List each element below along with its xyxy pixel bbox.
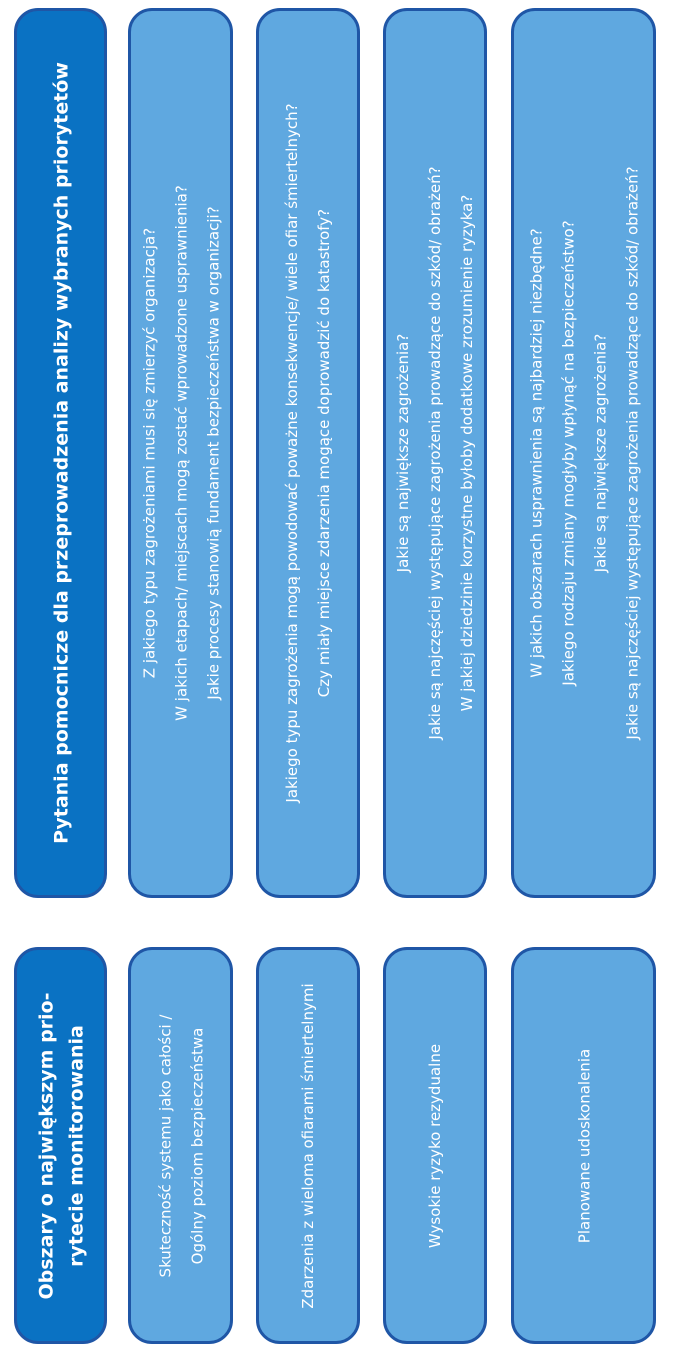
top-cell-box: Jakie są największe zagrożenia? Jakie są…	[383, 8, 487, 898]
top-header-box: Pytania pomocnicze dla przeprowadzenia a…	[14, 8, 107, 898]
top-cell-line: Z jakiego typu zagrożeniami musi się zmi…	[139, 227, 158, 679]
bottom-cell-box: Planowane udoskonalenia	[511, 947, 656, 1344]
top-cell-box: Z jakiego typu zagrożeniami musi się zmi…	[128, 8, 233, 898]
top-header-line: Pytania pomocnicze dla przeprowadzenia a…	[49, 62, 72, 844]
top-cell-line: W jakich obszarach usprawnienia są najba…	[526, 228, 545, 678]
top-cell-line: W jakich etapach/ miejscach mogą zostać …	[171, 185, 190, 721]
bottom-header-line: Obszary o największym prio-	[34, 992, 57, 1300]
bottom-cell-box: Skuteczność systemu jako całości / Ogóln…	[128, 947, 233, 1344]
top-cell-box: Jakiego typu zagrożenia mogą powodować p…	[256, 8, 360, 898]
top-cell-line: Jakiego typu zagrożenia mogą powodować p…	[283, 103, 301, 803]
bottom-cell-box: Zdarzenia z wieloma ofiarami śmiertelnym…	[256, 947, 360, 1344]
bottom-header-text: Obszary o największym prio- rytecie moni…	[17, 950, 104, 1341]
top-cell-line: W jakiej dziedzinie korzystne byłoby dod…	[458, 194, 476, 712]
bottom-cell-line: Wysokie ryzyko rezydualne	[426, 1043, 444, 1248]
bottom-cell-line: Skuteczność systemu jako całości /	[155, 1014, 174, 1277]
bottom-cell-line: Planowane udoskonalenia	[574, 1048, 593, 1243]
top-cell-box: W jakich obszarach usprawnienia są najba…	[511, 8, 656, 898]
bottom-header-box: Obszary o największym prio- rytecie moni…	[14, 947, 107, 1344]
bottom-cell-line: Zdarzenia z wieloma ofiarami śmiertelnym…	[299, 982, 317, 1309]
top-cell-line: Czy miały miejsce zdarzenia mogące dopro…	[315, 208, 333, 698]
top-cell-line: Jakie są najczęściej występujące zagroże…	[622, 166, 641, 740]
top-cell-line: Jakiego rodzaju zmiany mogłyby wpłynąć n…	[558, 220, 577, 686]
top-cell-line: Jakie są największe zagrożenia?	[590, 333, 609, 573]
bottom-cell-box: Wysokie ryzyko rezydualne	[383, 947, 487, 1344]
top-cell-line: Jakie są najczęściej występujące zagroże…	[426, 166, 444, 740]
bottom-cell-line: Ogólny poziom bezpieczeństwa	[187, 1027, 206, 1264]
bottom-header-line: rytecie monitorowania	[64, 1024, 87, 1267]
top-cell-line: Jakie są największe zagrożenia?	[394, 333, 412, 573]
top-cell-line: Jakie procesy stanowią fundament bezpiec…	[203, 206, 222, 700]
